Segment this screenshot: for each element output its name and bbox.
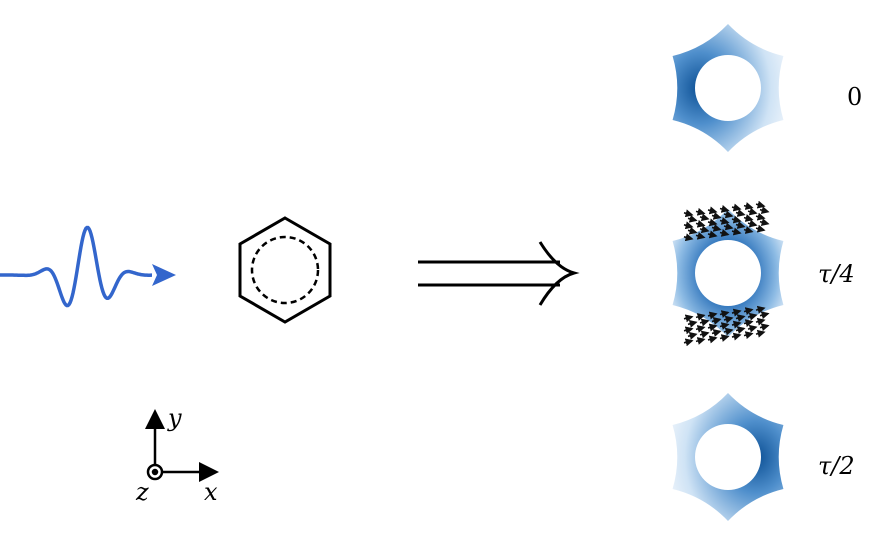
current-arrow-icon (719, 310, 730, 318)
current-arrow-icon (747, 207, 758, 216)
current-arrow-icon (699, 330, 710, 339)
current-arrow-icon (707, 218, 718, 227)
current-arrow-icon (747, 219, 758, 228)
axis-label-z: z (135, 478, 149, 506)
current-arrow-icon (707, 323, 718, 332)
current-arrow-icon (719, 217, 730, 225)
current-arrow-icon (695, 219, 706, 228)
wave-arrowhead-icon (152, 264, 176, 286)
current-arrow-icon (695, 325, 706, 333)
current-arrow-icon (755, 329, 766, 338)
current-arrow-icon (755, 305, 766, 314)
current-arrow-icon (707, 206, 718, 215)
density-frame-0 (672, 24, 784, 152)
current-arrow-icon (743, 214, 754, 222)
current-arrow-icon (723, 210, 734, 219)
frame-label-quarter: τ/4 (818, 260, 855, 288)
current-arrow-icon (683, 221, 694, 230)
current-arrow-icon (731, 215, 742, 224)
current-arrow-icon (731, 320, 742, 329)
current-arrow-icon (719, 205, 730, 213)
current-arrow-icon (759, 323, 770, 332)
current-arrow-icon (719, 334, 730, 342)
current-arrow-icon (711, 317, 722, 325)
current-arrow-icon (683, 338, 694, 347)
current-arrow-icon (683, 326, 694, 335)
axis-label-y: y (167, 404, 182, 432)
current-arrow-icon (695, 337, 706, 345)
current-arrow-icon (759, 311, 770, 320)
current-arrow-icon (735, 221, 746, 229)
density-frame-half (672, 393, 784, 521)
current-arrow-icon (743, 226, 754, 234)
laser-pulse-wave (0, 225, 152, 308)
current-arrow-icon (719, 229, 730, 237)
current-arrow-icon (731, 308, 742, 317)
current-arrow-icon (731, 203, 742, 212)
current-arrow-icon (743, 331, 754, 340)
current-arrow-icon (743, 307, 754, 316)
current-arrow-icon (723, 222, 734, 231)
current-arrow-icon (747, 324, 758, 333)
frame-label-0: 0 (847, 83, 862, 111)
current-arrow-icon (731, 332, 742, 341)
benzene-molecule-icon (238, 216, 332, 324)
current-arrow-icon (695, 207, 706, 216)
current-arrow-icon (759, 218, 770, 227)
current-arrow-icon (735, 314, 746, 322)
current-arrow-icon (687, 214, 698, 223)
current-arrow-icon (683, 209, 694, 218)
current-arrow-icon (687, 331, 698, 340)
current-arrow-icon (735, 209, 746, 217)
current-arrow-icon (695, 313, 706, 321)
current-arrow-icon (719, 322, 730, 330)
current-arrow-icon (683, 314, 694, 323)
current-arrow-icon (723, 315, 734, 324)
current-arrow-icon (755, 200, 766, 209)
electron-density-ring (672, 393, 784, 521)
coordinate-axes (145, 409, 219, 482)
current-arrow-icon (723, 327, 734, 336)
current-arrow-icon (743, 319, 754, 328)
current-arrow-icon (755, 317, 766, 326)
current-arrow-icon (699, 213, 710, 222)
current-arrow-icon (711, 212, 722, 220)
axis-label-x: x (204, 478, 218, 506)
frame-label-half: τ/2 (818, 452, 855, 480)
current-arrow-icon (711, 224, 722, 232)
density-frame-quarter (672, 200, 784, 347)
current-arrow-icon (711, 329, 722, 337)
current-arrow-icon (695, 231, 706, 240)
current-arrow-icon (699, 318, 710, 327)
current-arrow-icon (707, 335, 718, 344)
current-arrow-icon (755, 212, 766, 221)
current-arrow-icon (699, 225, 710, 234)
current-arrow-icon (707, 230, 718, 239)
implies-arrow-icon (418, 241, 580, 306)
current-arrow-icon (687, 319, 698, 328)
electron-density-ring (672, 209, 784, 337)
current-arrow-icon (759, 206, 770, 215)
current-arrow-icon (707, 311, 718, 320)
current-arrow-icon (687, 226, 698, 235)
current-arrow-icon (683, 233, 694, 242)
current-arrow-icon (731, 227, 742, 236)
current-arrow-icon (735, 326, 746, 334)
current-arrow-icon (755, 224, 766, 233)
current-arrow-icon (743, 202, 754, 210)
current-arrow-icon (747, 312, 758, 321)
electron-density-ring (672, 24, 784, 152)
